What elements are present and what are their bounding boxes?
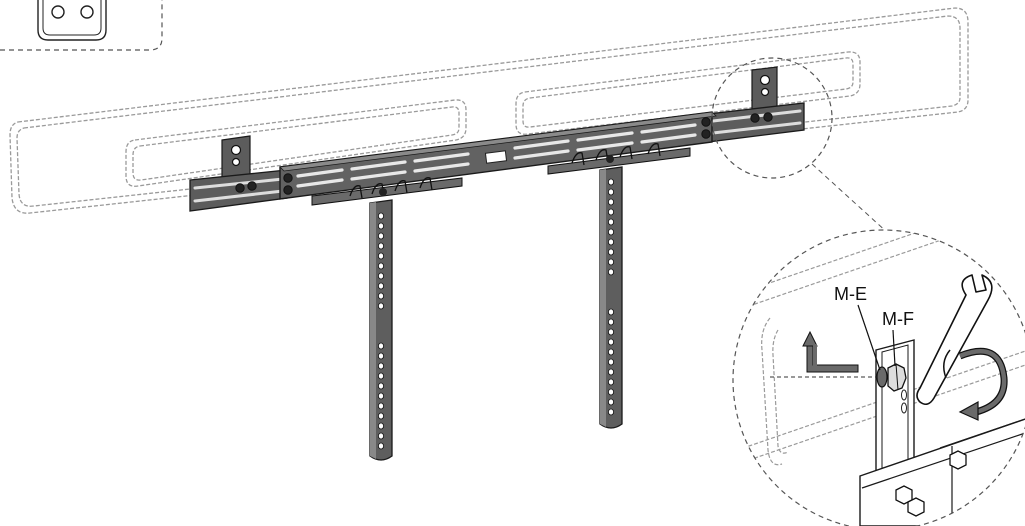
soundbar-outline <box>9 7 969 214</box>
screw-hole-icon <box>80 5 94 19</box>
arrow-up-right-icon <box>802 330 859 373</box>
soundbar-grille-left <box>125 99 467 187</box>
washer-part <box>876 366 888 388</box>
screw-hole-icon <box>51 5 65 19</box>
zoom-detail-view <box>732 229 1025 526</box>
wrench-icon <box>916 274 993 406</box>
inset-detail-top-left <box>0 0 163 51</box>
soundbar-bracket-right <box>751 66 778 116</box>
detail-highlight-circle <box>711 57 833 179</box>
vertical-post-left <box>369 199 393 461</box>
rotate-clockwise-icon <box>943 347 1008 421</box>
washer-callout-label: M-F <box>882 309 914 329</box>
nut-callout-label: M-E <box>834 284 867 304</box>
vertical-post-right <box>599 166 623 429</box>
mounting-rail <box>189 102 805 212</box>
soundbar-grille-right <box>515 51 861 135</box>
